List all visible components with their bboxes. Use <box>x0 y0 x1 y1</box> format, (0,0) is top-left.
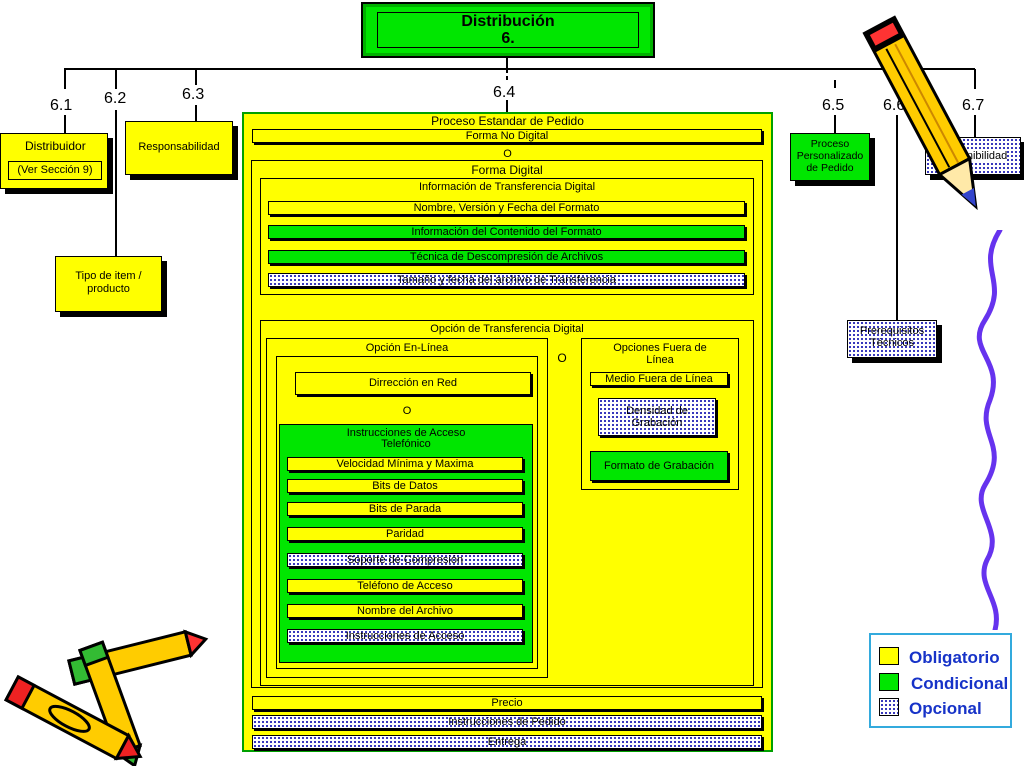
squiggle-decoration <box>976 230 1003 630</box>
top-horizontal-line <box>64 68 975 70</box>
opcion-transferencia-frame <box>260 320 754 686</box>
proceso-personalizado-box: Proceso Personalizado de Pedido <box>790 133 870 181</box>
number-6-5: 6.5 <box>822 97 845 114</box>
direccion-red-bar: Dirrección en Red <box>295 372 531 395</box>
title-box: Distribución 6. <box>361 2 655 58</box>
tipo-item-box: Tipo de item / producto <box>55 256 162 312</box>
responsabilidad-box: Responsabilidad <box>125 121 233 175</box>
drop-line-6-1 <box>64 69 66 89</box>
info-transferencia-frame <box>260 178 754 295</box>
forma-digital-frame <box>251 160 763 688</box>
legend-swatch-obligatorio <box>879 647 899 665</box>
paridad-bar: Paridad <box>287 527 523 541</box>
number-6-4: 6.4 <box>493 84 516 101</box>
line-6-1-box <box>64 115 66 133</box>
title-line-1: Distribución <box>461 13 555 30</box>
drop-line-6-7 <box>974 69 976 89</box>
opcion-en-linea-label: Opción En-Línea <box>365 342 449 354</box>
drop-line-6-4 <box>506 69 508 83</box>
distribuidor-label: Distribuidor <box>25 139 86 153</box>
drop-line-6-2 <box>115 69 117 89</box>
instrucciones-pedido-bar: Instrucciones de Pedido <box>252 715 762 729</box>
crayons-icon <box>4 629 209 766</box>
title-text: Distribución 6. <box>363 13 653 47</box>
line-6-7-box <box>974 115 976 137</box>
precio-bar: Precio <box>252 696 762 710</box>
legend-label-obligatorio: Obligatorio <box>909 648 1000 667</box>
instrucciones-acceso-bar: Instrucciones de Acceso <box>287 629 523 643</box>
info-transferencia-label: Información de Transferencia Digital <box>418 181 596 193</box>
prerequisitos-box: Prerequisitos Técnicos <box>847 320 937 358</box>
nombre-archivo-bar: Nombre del Archivo <box>287 604 523 618</box>
fuera-linea-frame <box>581 338 739 490</box>
title-line-2: 6. <box>501 30 515 47</box>
bits-datos-bar: Bits de Datos <box>287 479 523 493</box>
forma-digital-label: Forma Digital <box>471 163 543 177</box>
distribuidor-box: Distribuidor (Ver Sección 9) <box>0 133 108 189</box>
number-6-2: 6.2 <box>104 90 127 107</box>
fuera-linea-label: Opciones Fuera de Línea <box>613 342 707 366</box>
tecnica-descompresion-bar: Técnica de Descompresión de Archivos <box>268 250 745 264</box>
medio-fuera-linea-bar: Medio Fuera de Línea <box>590 372 728 386</box>
o-separator-3: O <box>402 405 412 417</box>
line-6-4-box <box>506 100 508 112</box>
soporte-compresion-bar: Soporte de Compresión <box>287 553 523 567</box>
proceso-estandar-header: Proceso Estandar de Pedido <box>431 114 584 128</box>
opcion-transferencia-label: Opción de Transferencia Digital <box>430 323 584 335</box>
ver-seccion-box: (Ver Sección 9) <box>8 161 102 180</box>
legend-box: Obligatorio Condicional Opcional <box>869 633 1012 728</box>
forma-no-digital-bar: Forma No Digital <box>252 129 762 143</box>
legend-label-opcional: Opcional <box>909 699 982 718</box>
formato-grabacion-bar: Formato de Grabación <box>590 451 728 481</box>
nombre-version-bar: Nombre, Versión y Fecha del Formato <box>268 201 745 215</box>
tamano-fecha-bar: Tamaño y fecha del archivo de Transferen… <box>268 273 745 287</box>
drop-line-6-3 <box>195 69 197 85</box>
o-separator-1: O <box>503 148 512 160</box>
line-6-6-prereq <box>896 115 898 320</box>
telefono-acceso-bar: Teléfono de Acceso <box>287 579 523 593</box>
number-6-1: 6.1 <box>50 97 73 114</box>
number-6-7: 6.7 <box>962 97 985 114</box>
pencil-icon <box>862 15 978 211</box>
info-contenido-bar: Información del Contenido del Formato <box>268 225 745 239</box>
o-separator-2: O <box>557 351 567 365</box>
line-6-5-box <box>834 115 836 133</box>
title-stem-line <box>506 58 508 69</box>
legend-label-condicional: Condicional <box>911 674 1009 693</box>
densidad-grabacion-bar: Densidad de Grabación <box>598 398 716 436</box>
opcion-en-linea-frame <box>266 338 548 678</box>
legend-swatch-condicional <box>879 673 899 691</box>
velocidad-bar: Velocidad Mínima y Maxima <box>287 457 523 471</box>
number-6-3: 6.3 <box>182 86 205 103</box>
legend-swatch-opcional <box>879 698 899 716</box>
title-inner-frame <box>377 12 639 48</box>
drop-line-6-5 <box>834 80 836 88</box>
acceso-telefonico-label: Instrucciones de Acceso Telefónico <box>346 427 466 450</box>
bits-parada-bar: Bits de Parada <box>287 502 523 516</box>
entrega-bar: Entrega <box>252 735 762 749</box>
line-6-3-box <box>195 105 197 121</box>
en-linea-inner-frame <box>276 356 538 669</box>
line-6-2-tipo <box>115 110 117 256</box>
